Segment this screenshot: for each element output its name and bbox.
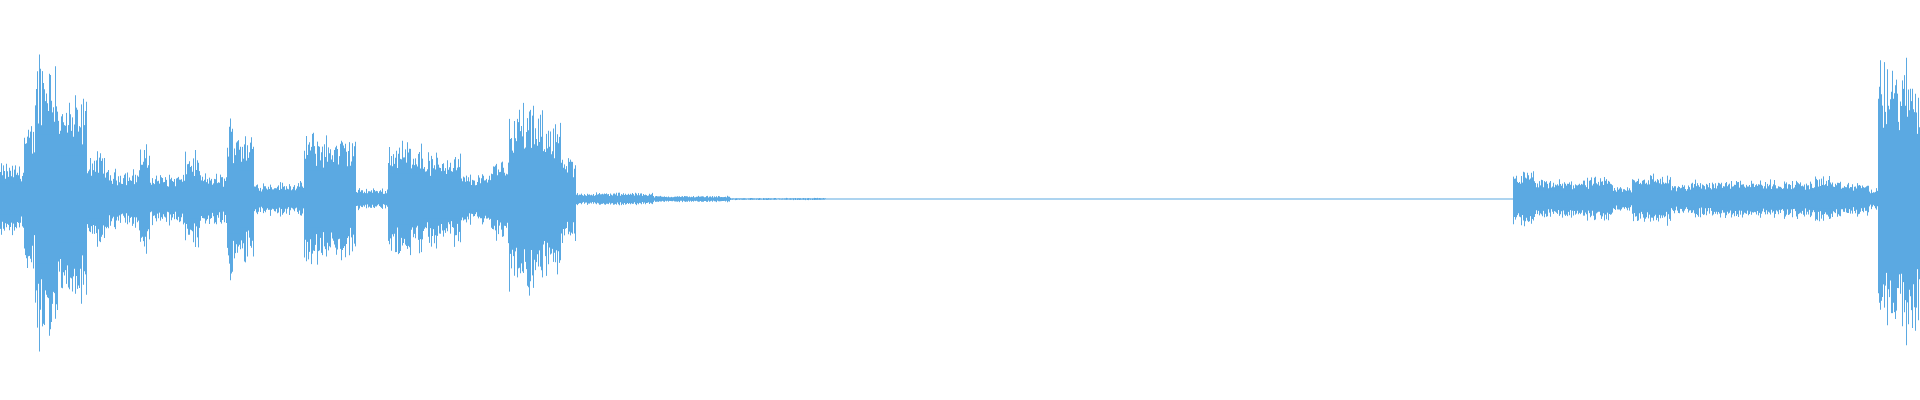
- waveform-samples: [0, 54, 1920, 352]
- waveform-core: [0, 134, 1920, 264]
